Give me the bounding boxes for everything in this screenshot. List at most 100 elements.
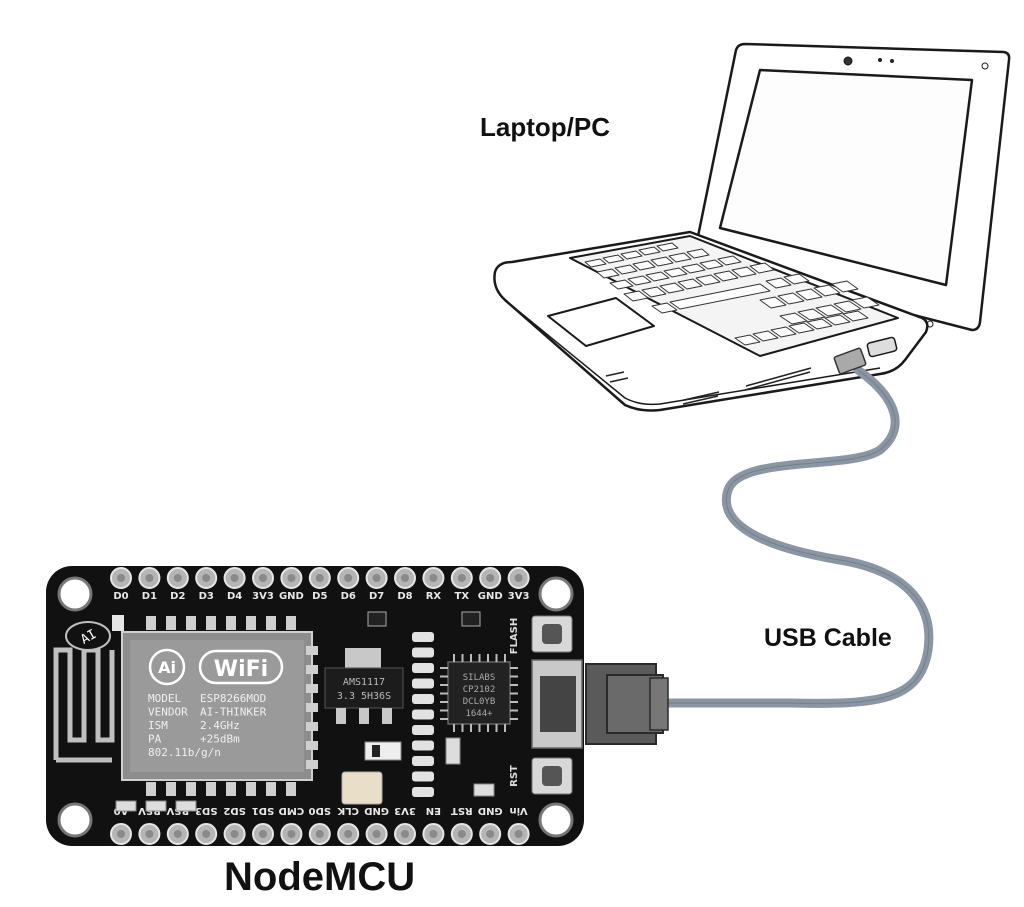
module-pad [266, 782, 276, 796]
transistor [461, 611, 481, 627]
module-pad [146, 782, 156, 796]
module-pad [206, 782, 216, 796]
smd-resistor [175, 800, 197, 812]
module-pad [186, 782, 196, 796]
laptop-illustration [493, 42, 1011, 412]
header-pin [166, 823, 189, 845]
top-pin-label: D6 [341, 591, 356, 602]
diode [364, 741, 402, 761]
top-pin-label: D3 [199, 591, 214, 602]
header-pin [280, 823, 303, 845]
usb-cable-label: USB Cable [764, 624, 892, 652]
top-header-pins [110, 567, 530, 589]
voltage-regulator: AMS1117 3.3 5H36S [324, 648, 404, 724]
laptop-label: Laptop/PC [480, 112, 610, 142]
header-pin [280, 567, 303, 589]
smd-resistor [115, 800, 137, 812]
smd-pad [412, 771, 434, 782]
bottom-pin-label: CMD [279, 805, 305, 816]
top-pin-label: TX [455, 591, 470, 602]
top-pin-label: D7 [369, 591, 384, 602]
module-pad [286, 616, 296, 630]
laptop-screen [718, 68, 974, 287]
header-pin [337, 823, 360, 845]
header-pin [450, 567, 473, 589]
module-spec-key: 802.11b/g/n [148, 746, 221, 759]
module-pad [146, 616, 156, 630]
header-pin [450, 823, 473, 845]
header-pin [479, 823, 502, 845]
smd-pad [412, 756, 434, 766]
module-pad [266, 616, 276, 630]
module-pad [306, 741, 318, 750]
header-pin [394, 823, 416, 845]
module-pad [306, 646, 318, 655]
module-pad [226, 782, 236, 796]
bottom-pin-label: GND [478, 805, 503, 816]
top-pin-label: D5 [312, 591, 327, 602]
module-spec-value: AI-THINKER [200, 706, 267, 719]
module-pad [306, 665, 318, 674]
wifi-logo [198, 649, 284, 685]
top-pin-label: D0 [113, 591, 128, 602]
micro-usb-port [531, 659, 583, 749]
capacitor [341, 771, 383, 805]
smd-resistor [473, 783, 495, 797]
header-pin [195, 823, 218, 845]
mounting-hole [57, 576, 93, 612]
bottom-pin-label: EN [426, 805, 441, 816]
laptop-vents [605, 367, 812, 405]
nodemcu-label: NodeMCU [224, 855, 416, 899]
bottom-pin-label: SD2 [223, 805, 246, 816]
flash-button: FLASH [509, 615, 573, 655]
mounting-hole [538, 802, 574, 838]
header-pin [223, 823, 246, 845]
mounting-hole [538, 576, 574, 612]
module-spec-value: +25dBm [200, 733, 240, 746]
bottom-pin-labels: A0RSVRSVSD3SD2SD1CMDSD0CLKGND3V3ENRSTGND… [114, 805, 528, 816]
header-pin [422, 567, 445, 589]
module-spec-key: VENDOR [148, 706, 188, 719]
svg-text:Ai: Ai [158, 658, 176, 677]
chip-marking: DCL0YB [463, 697, 496, 707]
smd-resistor [445, 737, 461, 765]
header-pin [195, 567, 218, 589]
smd-pad [412, 663, 434, 673]
top-pin-label: D8 [397, 591, 412, 602]
smd-pad [412, 709, 434, 720]
antenna-ai-text: AI [78, 627, 99, 648]
usb-plug-laptop [833, 347, 867, 375]
regulator-line-2: 3.3 5H36S [337, 691, 391, 702]
usb-cable-wire [660, 365, 934, 708]
header-pin [110, 823, 132, 845]
top-pin-label: RX [426, 591, 442, 602]
transistor [367, 611, 387, 627]
module-pad [166, 782, 176, 796]
led [112, 615, 124, 631]
header-pin [308, 567, 331, 589]
mounting-hole [57, 802, 93, 838]
header-pin [223, 567, 246, 589]
bottom-header-pins [110, 823, 530, 845]
flash-label: FLASH [509, 618, 520, 655]
module-spec-key: PA [148, 733, 162, 746]
module-pad [186, 616, 196, 630]
module-spec-key: MODEL [148, 692, 181, 705]
header-pin [308, 823, 331, 845]
module-pad [226, 616, 236, 630]
bottom-pin-label: SD0 [309, 805, 332, 816]
usb-cable [585, 347, 934, 745]
bottom-pin-label: 3V3 [394, 805, 416, 816]
header-pin [252, 823, 274, 845]
laptop-touchpad [547, 297, 655, 347]
smd-pad [412, 632, 434, 642]
regulator-line-1: AMS1117 [343, 677, 385, 688]
laptop-usb-port [866, 336, 898, 358]
wifi-logo-text: WiFi [214, 657, 268, 682]
top-pin-label: 3V3 [252, 591, 274, 602]
chip-marking: CP2102 [463, 685, 496, 695]
smd-pad-column [412, 632, 434, 797]
